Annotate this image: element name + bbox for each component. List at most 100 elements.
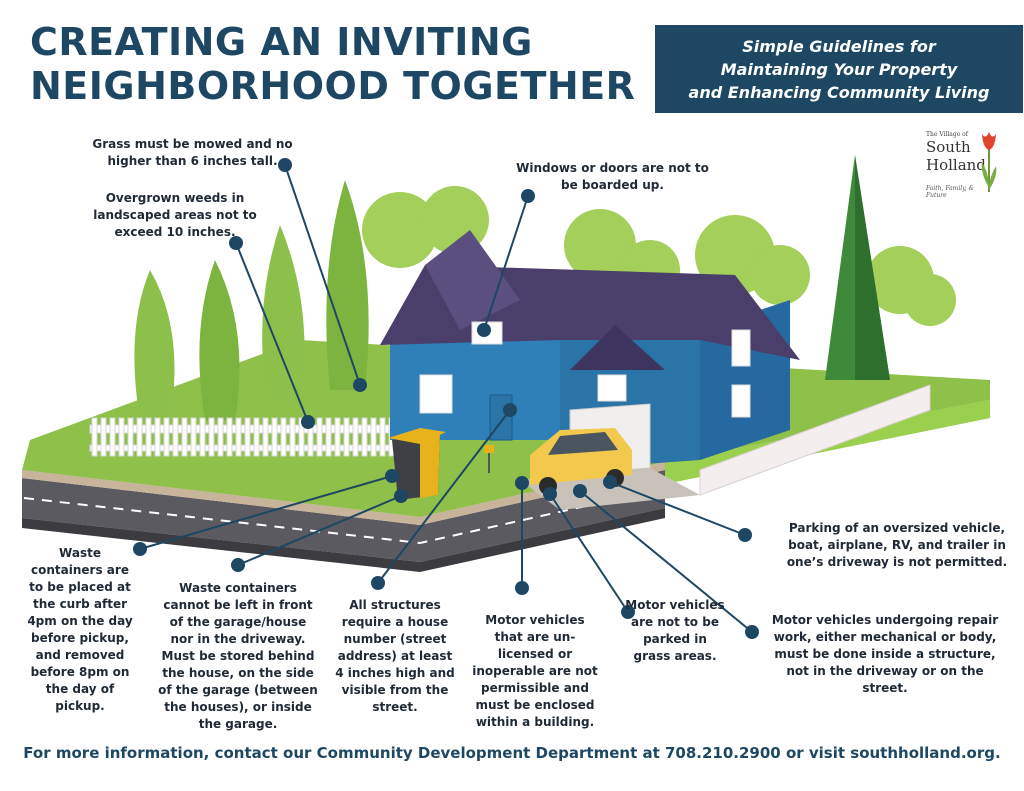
leader-repair (579, 490, 753, 633)
note-grass-parking: Motor vehicles are not to be parked in g… (625, 598, 725, 663)
leader-unlicensed-dot (515, 476, 529, 490)
leader-parking-dot (603, 475, 617, 489)
note-windows: Windows or doors are not to be boarded u… (516, 161, 709, 192)
fence-picket (145, 417, 152, 457)
leader-waste-curb (139, 475, 393, 550)
leader-waste-curb-dot (385, 469, 399, 483)
leader-grass (284, 164, 361, 386)
fence-picket (316, 417, 323, 457)
fence-picket (190, 417, 197, 457)
road-edge (22, 508, 665, 572)
fence-picket (217, 417, 224, 457)
fence-picket (91, 417, 98, 457)
fence-picket (181, 417, 188, 457)
fence-picket (172, 417, 179, 457)
garage-window (597, 374, 627, 402)
page-title: CREATING AN INVITING NEIGHBORHOOD TOGETH… (30, 20, 635, 108)
title-line-1: CREATING AN INVITING (30, 20, 533, 64)
fence-picket (235, 417, 242, 457)
fence-picket (325, 417, 332, 457)
leader-house-number-dot (371, 576, 385, 590)
leader-waste-storage (237, 495, 402, 566)
leader-waste-storage-dot (231, 558, 245, 572)
note-waste-curb: Waste containers are to be placed at the… (27, 546, 133, 713)
logo-line-2: Holland (926, 156, 986, 174)
leader-weeds-dot (229, 236, 243, 250)
fence-picket (118, 417, 125, 457)
picket-fence-right (699, 384, 931, 496)
note-unlicensed-vehicles: Motor vehicles that are un-licensed or i… (472, 613, 598, 729)
callout-leaders (133, 158, 759, 639)
logo-tagline: Faith, Family, & Future (926, 185, 974, 199)
fence-picket (244, 417, 251, 457)
leader-grass-parking (549, 493, 629, 613)
footer-contact: For more information, contact our Commun… (23, 744, 1001, 762)
waste-bin (388, 428, 446, 500)
note-oversized-parking: Parking of an oversized vehicle, boat, a… (786, 521, 1008, 569)
leader-unlicensed-dot (515, 581, 529, 595)
note-waste-storage: Waste containers cannot be left in front… (158, 581, 318, 731)
logo-top-text: The Village of (926, 131, 969, 138)
sidewalk (22, 400, 990, 525)
note-weeds: Overgrown weeds in landscaped areas not … (93, 191, 257, 239)
leader-grass-parking-dot (621, 605, 635, 619)
leader-house-number-dot (503, 403, 517, 417)
village-logo: The Village of South Holland Faith, Fami… (922, 128, 1002, 199)
fence-picket (136, 417, 143, 457)
fence-picket (343, 417, 350, 457)
fence-pickets (91, 417, 395, 457)
leader-weeds (235, 242, 309, 423)
title-line-2: NEIGHBORHOOD TOGETHER (30, 64, 636, 108)
leader-grass-dot (353, 378, 367, 392)
leader-waste-storage-dot (394, 489, 408, 503)
fence-picket (208, 417, 215, 457)
logo-line-1: South (926, 138, 971, 156)
subtitle-line-2: Maintaining Your Property (720, 59, 958, 79)
fence-picket (379, 417, 386, 457)
car (530, 428, 632, 495)
leader-windows-dot (477, 323, 491, 337)
fence-picket (154, 417, 161, 457)
road (22, 470, 665, 562)
fence-picket (253, 417, 260, 457)
leader-repair-dot (573, 484, 587, 498)
fence-picket (226, 417, 233, 457)
fence-picket (361, 417, 368, 457)
leader-parking-dot (738, 528, 752, 542)
fence-picket (100, 417, 107, 457)
fence-picket (262, 417, 269, 457)
leader-house-number (377, 409, 511, 584)
mailbox (484, 445, 494, 453)
fence-picket (298, 417, 305, 457)
leader-grass-dot (278, 158, 292, 172)
leader-windows (483, 195, 529, 331)
side-window-2 (731, 384, 751, 418)
note-vehicle-repair: Motor vehicles undergoing repair work, e… (771, 613, 999, 695)
leader-windows-dot (521, 189, 535, 203)
fence-picket (109, 417, 116, 457)
cypress-trees (134, 180, 369, 420)
subtitle-line-1: Simple Guidelines for (742, 36, 936, 56)
subtitle-line-3: and Enhancing Community Living (688, 82, 990, 102)
fence-picket (127, 417, 134, 457)
subtitle-banner: Simple Guidelines for Maintaining Your P… (655, 25, 1023, 113)
fence-picket (271, 417, 278, 457)
leader-weeds-dot (301, 415, 315, 429)
fence-picket (280, 417, 287, 457)
leader-repair-dot (745, 625, 759, 639)
fence-picket (163, 417, 170, 457)
note-house-number: All structures require a house number (s… (335, 598, 455, 714)
side-window-1 (731, 329, 751, 367)
note-grass-height: Grass must be mowed and no higher than 6… (92, 137, 293, 168)
fence-picket (199, 417, 206, 457)
leader-grass-parking-dot (543, 487, 557, 501)
fence-picket (334, 417, 341, 457)
fence-picket (289, 417, 296, 457)
fence-picket (370, 417, 377, 457)
front-window (419, 374, 453, 414)
house-left-wall (390, 330, 560, 440)
fence-picket (352, 417, 359, 457)
tulip-icon (981, 132, 997, 192)
background-trees (362, 186, 956, 326)
